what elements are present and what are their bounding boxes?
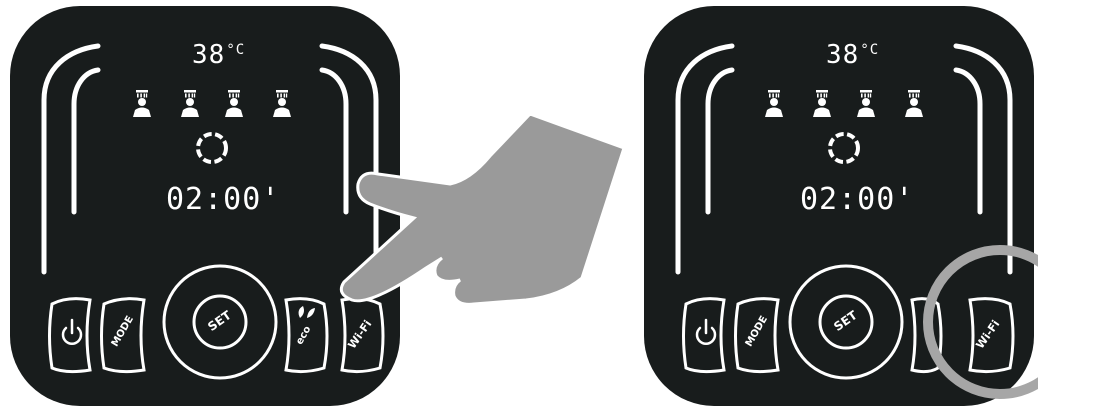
temperature-display: 38°C (192, 40, 245, 70)
control-panel-right: 38°C 02:00' MODE SET Wi-Fi (638, 0, 1038, 412)
pointing-hand-icon (330, 100, 630, 320)
highlight-circle (928, 250, 1038, 394)
temperature-value: 38 (192, 40, 225, 70)
timer-display: 02:00' (166, 182, 280, 217)
temperature-unit: °C (226, 42, 245, 58)
highlight-overlay (638, 0, 1038, 412)
